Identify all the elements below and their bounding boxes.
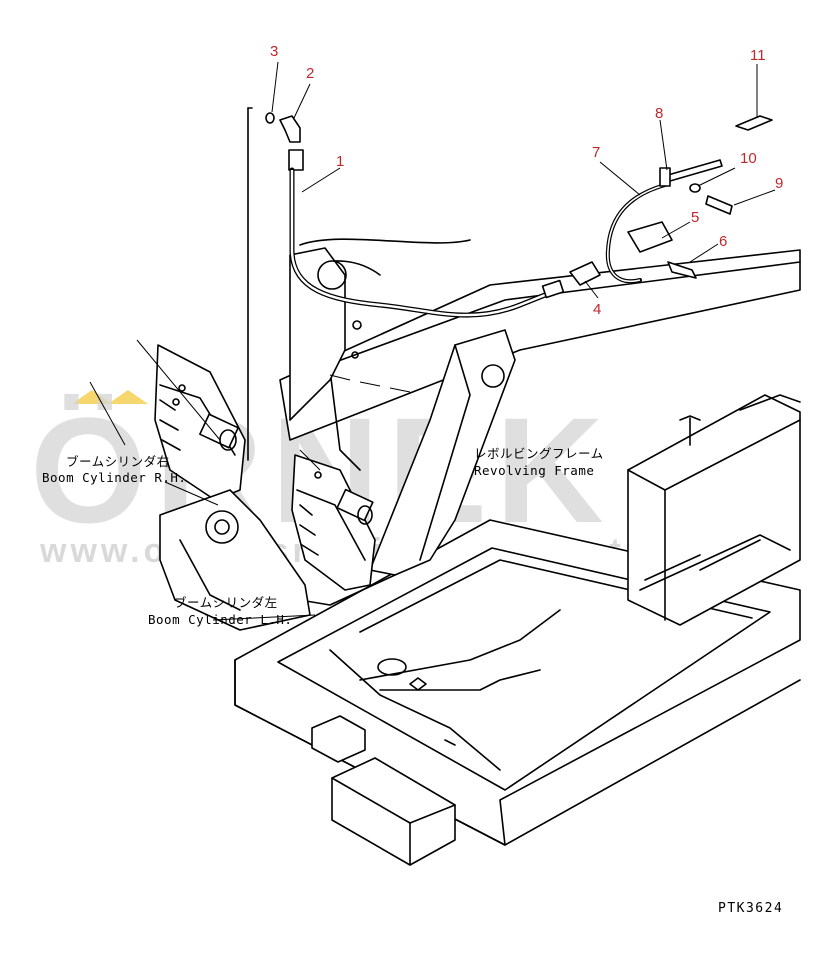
component-labels: ブームシリンダ右 Boom Cylinder R.H. ブームシリンダ左 Boo… [42, 446, 604, 627]
washer [689, 183, 701, 193]
elbow-fitting [279, 115, 301, 143]
bolt-9 [705, 195, 733, 215]
part-number-labels: 3 2 1 4 5 6 7 8 9 10 11 [270, 43, 783, 318]
label-plate [735, 115, 773, 131]
part-number-4: 4 [593, 301, 601, 318]
label-boom-rh-jp: ブームシリンダ右 [66, 454, 170, 469]
label-boom-lh-jp: ブームシリンダ左 [174, 595, 278, 610]
o-ring [265, 112, 275, 124]
part-number-1: 1 [336, 153, 344, 170]
part-number-3: 3 [270, 43, 278, 60]
label-frame-jp: レボルビングフレーム [474, 446, 604, 461]
bolt [667, 261, 697, 279]
watermark-accent-right [108, 390, 148, 404]
boom-cylinder-lh [291, 454, 376, 591]
label-boom-lh-en: Boom Cylinder L.H. [148, 612, 292, 627]
leader-lines [89, 61, 776, 621]
revolving-frame [234, 238, 801, 866]
hose-assembly [247, 107, 773, 461]
boom-cylinder-rh [154, 344, 311, 631]
part-number-2: 2 [306, 65, 314, 82]
drawing-code: PTK3624 [718, 901, 783, 916]
watermark-accent-left [72, 390, 112, 404]
part-number-10: 10 [740, 150, 757, 167]
part-number-6: 6 [719, 233, 727, 250]
part-number-9: 9 [775, 175, 783, 192]
part-number-11: 11 [750, 47, 766, 64]
part-number-5: 5 [691, 209, 699, 226]
hose-fitting-top [288, 149, 304, 171]
pressure-switch [627, 221, 673, 253]
label-frame-en: Revolving Frame [474, 463, 594, 478]
part-number-7: 7 [592, 144, 600, 161]
part-number-8: 8 [655, 105, 663, 122]
connector [569, 261, 601, 286]
label-boom-rh-en: Boom Cylinder R.H. [42, 470, 186, 485]
